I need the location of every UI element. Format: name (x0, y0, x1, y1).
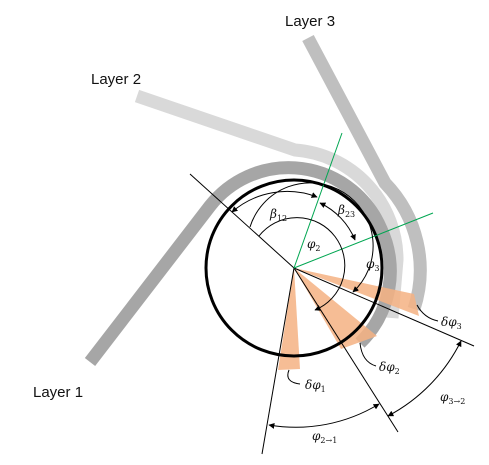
normal-line-layer3 (293, 212, 434, 269)
label-phi2: φ2 (307, 237, 321, 253)
normal-line-layer2 (293, 132, 343, 269)
radial-line-2 (293, 267, 399, 433)
leader-dphi1 (287, 369, 301, 385)
label-beta23: β23 (337, 203, 355, 219)
arc-phi32 (387, 340, 462, 417)
arc-phi2 (258, 217, 346, 311)
label-phi3: φ3 (366, 257, 380, 273)
reference-line-layer1 (189, 173, 295, 269)
layer-2-label: Layer 2 (91, 71, 141, 88)
label-phi32: φ3→2 (440, 390, 465, 406)
sector-dphi1 (278, 268, 300, 370)
label-beta12: β12 (269, 207, 287, 223)
arc-phi21 (268, 403, 380, 429)
label-dphi3: δφ3 (441, 315, 462, 331)
layer-3-label: Layer 3 (285, 13, 335, 30)
arc-beta23 (319, 202, 356, 241)
core-circle (204, 178, 384, 358)
radial-line-3 (293, 267, 475, 347)
label-dphi2: δφ2 (379, 360, 400, 376)
layer-1-label: Layer 1 (33, 384, 83, 401)
layer-2-strip (134, 89, 404, 319)
leader-dphi2 (359, 342, 377, 367)
radial-line-1 (261, 267, 295, 455)
label-dphi1: δφ1 (305, 378, 326, 394)
leader-dphi3 (416, 304, 439, 322)
arc-beta12 (231, 190, 318, 213)
arc-phi3 (249, 182, 374, 293)
layer-3-strip (302, 34, 427, 312)
label-phi21: φ2→1 (312, 429, 337, 445)
